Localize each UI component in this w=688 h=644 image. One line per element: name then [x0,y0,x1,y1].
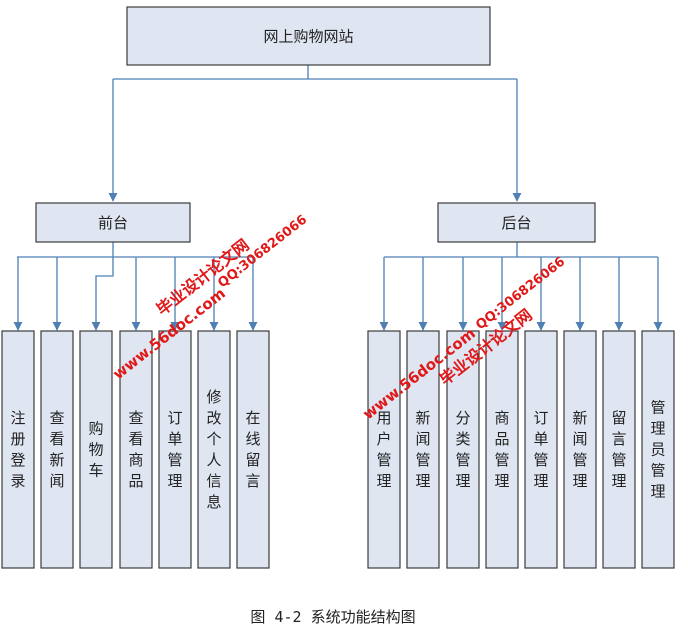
frontend-item-6: 在线留言 [236,330,270,569]
backend-item-2-rect [446,330,480,569]
backend-item-3-rect [485,330,519,569]
backend-item-4-label: 订单管理 [533,409,548,490]
backend-item-1-rect [406,330,440,569]
backend-item-7-rect [641,330,675,569]
backend-item-7: 管理员管理 [641,330,675,569]
frontend-item-5-rect [197,330,231,569]
root-box-label: 网上购物网站 [263,27,353,45]
frontend-item-3: 查看商品 [119,330,153,569]
root-box-rect [126,6,491,66]
frontend-item-5: 修改个人信息 [197,330,231,569]
frontend-item-6-rect [236,330,270,569]
backend-item-0-rect [367,330,401,569]
backend-item-6-label: 留言管理 [611,409,626,490]
frontend-item-3-rect [119,330,153,569]
connector-frontend-item-2 [91,257,114,331]
backend-item-5-label: 新闻管理 [572,409,587,490]
frontend-item-1-rect [40,330,74,569]
frontend-item-0-label: 注册登录 [10,409,25,490]
frontend-item-0: 注册登录 [1,330,35,569]
backend-item-4: 订单管理 [524,330,558,569]
frontend-item-2-label: 购物车 [88,420,103,480]
frontend-item-4-rect [158,330,192,569]
backend-item-1-label: 新闻管理 [415,409,430,490]
backend-item-4-rect [524,330,558,569]
frontend-box-label: 前台 [98,214,128,232]
frontend-item-4-label: 订单管理 [167,409,182,490]
backend-item-0: 用户管理 [367,330,401,569]
frontend-item-1-label: 查看新闻 [49,409,64,490]
frontend-item-2-rect [79,330,113,569]
root-box: 网上购物网站 [126,6,491,66]
backend-item-2: 分类管理 [446,330,480,569]
backend-item-5: 新闻管理 [563,330,597,569]
backend-item-3: 商品管理 [485,330,519,569]
frontend-item-1: 查看新闻 [40,330,74,569]
frontend-item-2: 购物车 [79,330,113,569]
backend-item-6: 留言管理 [602,330,636,569]
backend-box: 后台 [437,202,596,243]
connectors [13,65,663,331]
backend-item-3-label: 商品管理 [494,409,509,490]
backend-item-0-label: 用户管理 [376,409,391,490]
backend-box-rect [437,202,596,243]
frontend-item-5-label: 修改个人信息 [206,388,221,511]
backend-item-6-rect [602,330,636,569]
backend-item-7-label: 管理员管理 [650,399,665,501]
backend-item-2-label: 分类管理 [455,409,470,490]
frontend-box-rect [35,202,191,243]
frontend-item-4: 订单管理 [158,330,192,569]
frontend-item-6-label: 在线留言 [245,409,260,490]
backend-item-1: 新闻管理 [406,330,440,569]
frontend-item-3-label: 查看商品 [128,409,143,490]
frontend-box: 前台 [35,202,191,243]
backend-item-5-rect [563,330,597,569]
figure-caption: 图 4-2 系统功能结构图 [250,608,415,626]
frontend-item-0-rect [1,330,35,569]
backend-box-label: 后台 [501,214,531,232]
